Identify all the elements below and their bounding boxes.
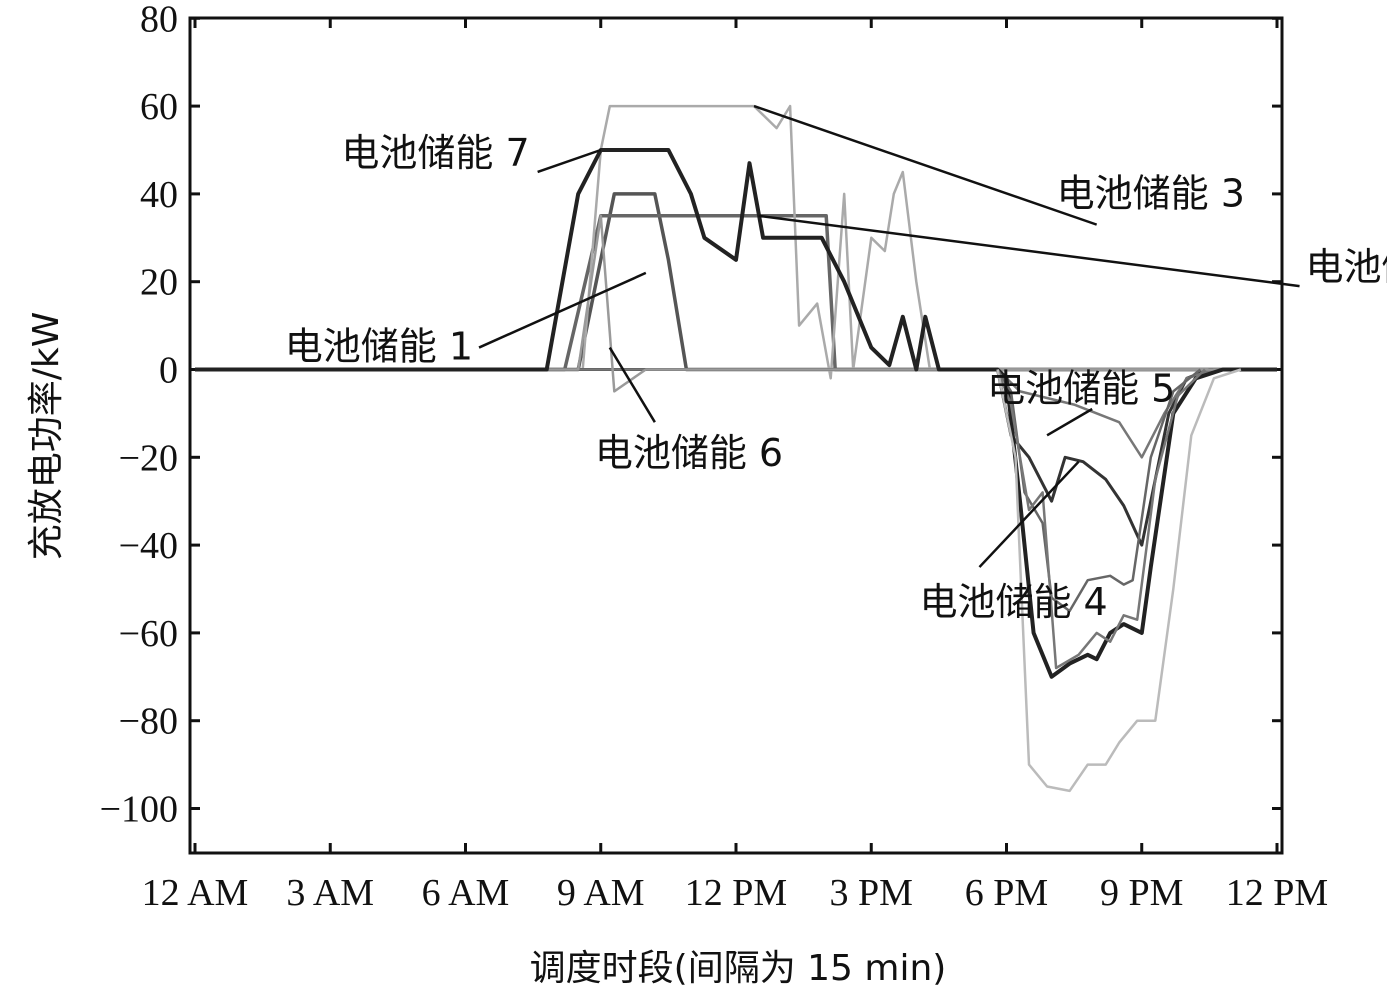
x-tick-label: 6 AM xyxy=(422,872,510,914)
annotation-label: 电池储能 6 xyxy=(595,431,783,475)
annotation-label: 电池储能 3 xyxy=(1057,172,1245,216)
annotation-label: 电池储能 1 xyxy=(285,325,473,369)
y-tick-label: −20 xyxy=(119,437,178,479)
y-tick-label: 60 xyxy=(140,86,178,128)
annotation-label: 电池储能 4 xyxy=(919,580,1107,624)
x-tick-label: 9 PM xyxy=(1100,872,1183,914)
series-line-8 xyxy=(996,368,1202,613)
y-tick-label: 80 xyxy=(140,0,178,40)
y-tick-label: −60 xyxy=(119,613,178,655)
annotation-leader xyxy=(537,148,602,174)
x-tick-label: 3 PM xyxy=(830,872,913,914)
y-tick-label: 40 xyxy=(140,174,178,216)
x-tick-label: 3 AM xyxy=(286,872,374,914)
series-line-9 xyxy=(996,368,1206,670)
x-tick-label: 12 PM xyxy=(1226,872,1328,914)
y-tick-label: 20 xyxy=(140,262,178,304)
annotation-leader xyxy=(758,214,1300,288)
x-axis-title: 调度时段(间隔为 15 min) xyxy=(530,948,947,989)
series-line-3 xyxy=(195,104,1277,380)
annotation-label: 电池储能 7 xyxy=(341,131,529,175)
y-tick-label: −100 xyxy=(100,789,178,831)
tick-group: 80 60 40 20 0 −20 −40 −60 −80 −100 12 AM 3 AM 6 AM 9 … xyxy=(100,0,1329,914)
annotation-label: 电池储能 2 xyxy=(1306,245,1387,289)
series-layer xyxy=(195,104,1277,793)
annotation-leader xyxy=(978,460,1080,568)
series-line-7 xyxy=(195,148,1277,679)
x-tick-label: 6 PM xyxy=(965,872,1048,914)
x-tick-label: 9 AM xyxy=(557,872,645,914)
annotation-leader xyxy=(478,271,647,349)
y-axis-title: 充放电功率/kW xyxy=(26,312,67,561)
y-tick-label: −40 xyxy=(119,525,178,567)
annotation-leader xyxy=(753,104,1098,226)
x-tick-label: 12 PM xyxy=(685,872,787,914)
x-tick-label: 12 AM xyxy=(142,872,249,914)
annotation-label: 电池储能 5 xyxy=(987,366,1175,410)
annotation-leader xyxy=(608,346,656,423)
y-tick-label: −80 xyxy=(119,701,178,743)
series-line-10 xyxy=(996,368,1242,793)
y-tick-label: 0 xyxy=(159,350,178,392)
annotation-leader xyxy=(1046,407,1093,437)
annotation-layer: 电池储能 3 电池储能 7 电池储能 2 电池储能 1 电池储能 5 电池储能 6 电池储能… xyxy=(285,104,1387,624)
